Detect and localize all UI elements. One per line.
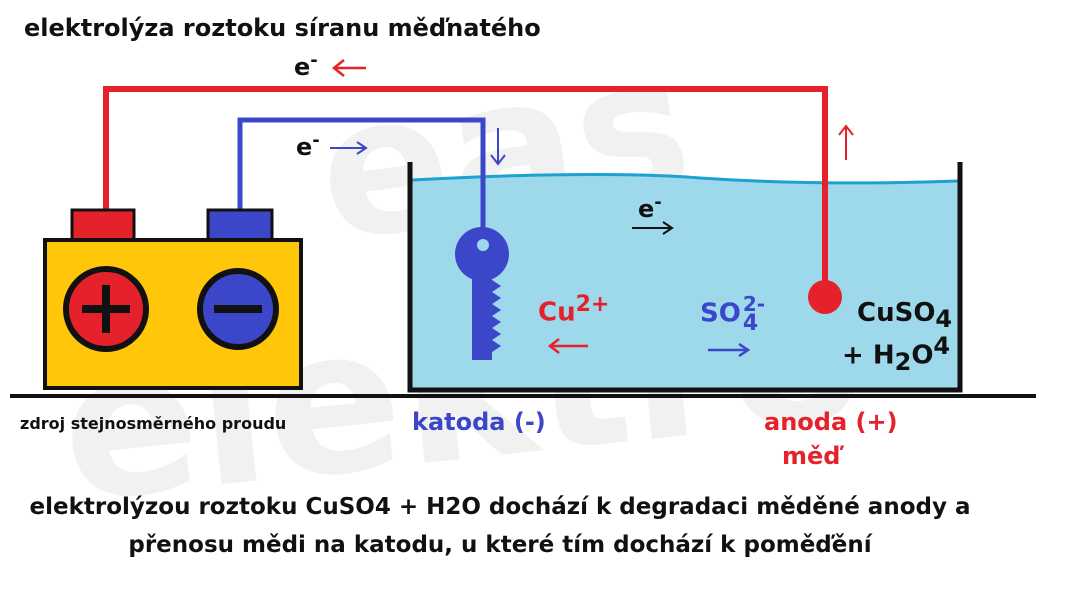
page-title: elektrolýza roztoku síranu měďnatého (24, 14, 541, 42)
caption: elektrolýzou roztoku CuSO4 + H2O dochází… (0, 488, 1000, 564)
electron-label-top: e- (294, 50, 318, 81)
black-arrow-electron (632, 221, 674, 235)
caption-line-2: přenosu mědi na katodu, u které tím doch… (128, 532, 872, 558)
water-subscript: 2 (894, 347, 912, 376)
electrolyte (412, 174, 958, 390)
red-arrow-up (838, 124, 854, 160)
red-wire (103, 86, 828, 290)
electron-charge: - (312, 130, 320, 151)
negative-terminal (206, 208, 274, 242)
copper-ion-charge: 2+ (575, 292, 610, 317)
red-arrow-top (331, 59, 366, 77)
solution-water: + H2O4 (842, 332, 951, 376)
sulfate-subscript: 4 (742, 311, 759, 336)
solution-compound: CuSO4 (857, 298, 953, 334)
electron-label-wire: e- (296, 130, 320, 161)
compound-subscript: 4 (935, 305, 953, 334)
power-source-label: zdroj stejnosměrného proudu (20, 414, 287, 433)
anode-material-label: měď (782, 442, 841, 470)
anode-label: anoda (+) (764, 408, 898, 436)
electron-label-solution: e- (638, 192, 662, 223)
blue-arrow-wire (330, 141, 368, 155)
copper-ion-label: Cu2+ (538, 292, 610, 328)
cathode-key (455, 227, 509, 360)
positive-terminal (70, 208, 136, 242)
electron-charge: - (654, 192, 662, 213)
electron-charge: - (310, 50, 318, 71)
water-superscript: 4 (933, 332, 951, 360)
caption-line-1: elektrolýzou roztoku CuSO4 + H2O dochází… (29, 494, 971, 520)
water-surface (411, 172, 959, 185)
blue-arrow-sulfate (708, 342, 751, 358)
sulfate-ion-charge: 2- (742, 292, 766, 316)
cathode-label: katoda (-) (412, 408, 546, 436)
tank (407, 162, 963, 393)
blue-arrow-down (490, 128, 506, 166)
blue-wire (237, 117, 486, 235)
red-arrow-copper (547, 338, 588, 354)
anode-electrode (808, 280, 842, 314)
